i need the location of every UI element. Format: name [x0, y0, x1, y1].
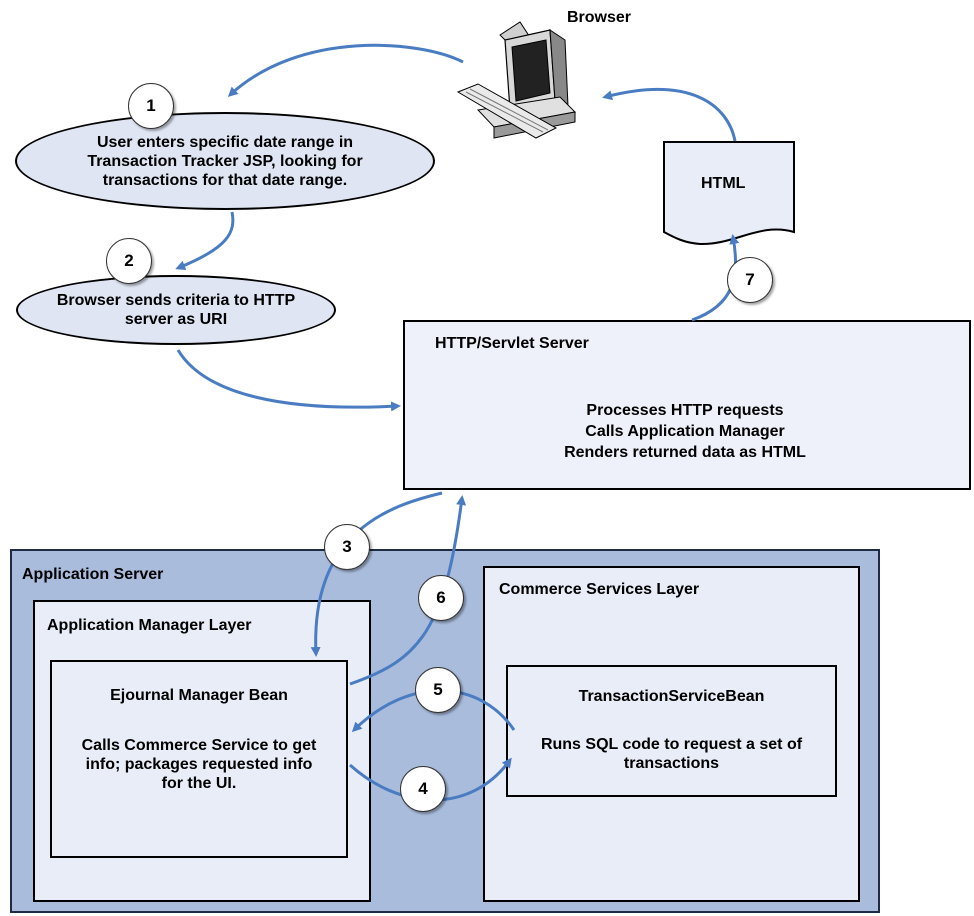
transaction-service-bean: TransactionServiceBean Runs SQL code to …	[506, 665, 837, 797]
step2-ellipse: Browser sends criteria to HTTP server as…	[16, 275, 336, 345]
http-servlet-server-line2: Calls Application Manager	[585, 423, 785, 440]
http-servlet-server-title: HTTP/Servlet Server	[435, 335, 589, 352]
step2-badge: 2	[106, 238, 152, 284]
step2-text: Browser sends criteria to HTTP server as…	[56, 292, 296, 328]
step7-badge: 7	[727, 257, 773, 303]
transaction-service-bean-desc: Runs SQL code to request a set of transa…	[540, 736, 803, 772]
html-document-shape	[663, 141, 795, 246]
application-manager-layer-title: Application Manager Layer	[47, 617, 252, 634]
html-document-label: HTML	[701, 175, 746, 192]
commerce-services-layer-title: Commerce Services Layer	[499, 581, 700, 598]
ejournal-manager-bean-title: Ejournal Manager Bean	[110, 687, 288, 704]
computer-icon	[456, 21, 577, 139]
transaction-service-bean-title: TransactionServiceBean	[578, 688, 765, 705]
http-servlet-server: HTTP/Servlet Server Processes HTTP reque…	[403, 320, 971, 490]
http-servlet-server-line3: Renders returned data as HTML	[564, 444, 806, 461]
step6-badge: 6	[418, 575, 464, 621]
step4-badge: 4	[400, 766, 446, 812]
step3-badge: 3	[324, 524, 370, 570]
ejournal-manager-bean-desc: Calls Commerce Service to get info; pack…	[81, 737, 317, 792]
application-server-title: Application Server	[22, 566, 164, 583]
http-servlet-server-line1: Processes HTTP requests	[586, 402, 784, 419]
browser-label: Browser	[567, 9, 632, 26]
step1-ellipse: User enters specific date range in Trans…	[15, 112, 435, 210]
step5-badge: 5	[415, 667, 461, 713]
step1-text: User enters specific date range in Trans…	[87, 133, 363, 189]
ejournal-manager-bean: Ejournal Manager Bean Calls Commerce Ser…	[50, 660, 348, 858]
step1-badge: 1	[128, 83, 174, 129]
